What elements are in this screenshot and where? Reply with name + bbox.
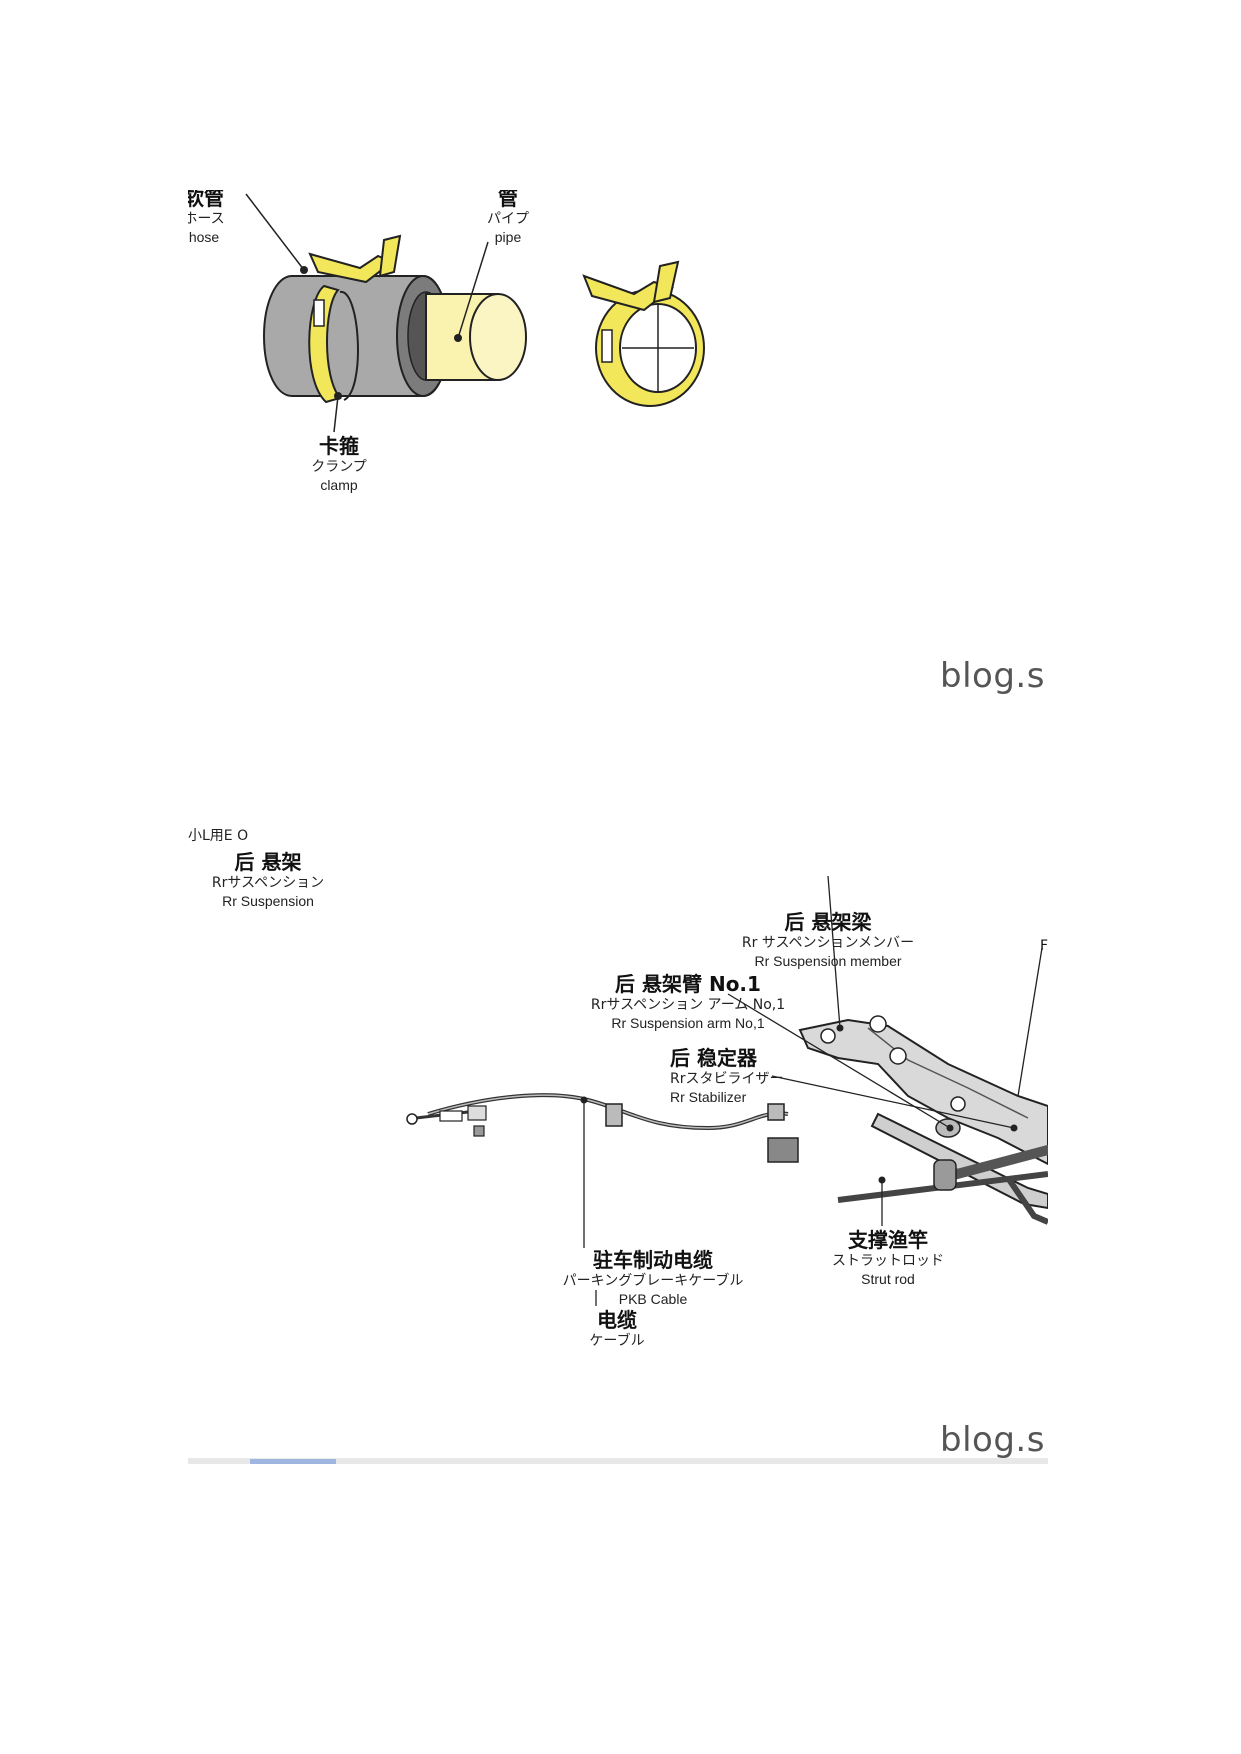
suspension-member-label: 后 悬架梁 Rr サスペンションメンバー Rr Suspension membe… [728,910,928,970]
strut-rod-en: Strut rod [861,1270,915,1287]
watermark: blog.sir [940,656,1048,696]
rr-suspension-en: Rr Suspension [222,892,314,909]
suspension-arm-jp: Rrサスペンション アーム No,1 [590,997,786,1013]
pipe-en: pipe [494,228,522,245]
suspension-arm-en: Rr Suspension arm No,1 [611,1014,765,1031]
hose-jp: ホース [188,211,225,227]
clamp-en: clamp [320,476,358,493]
stabilizer-jp: Rrスタビライザー [670,1071,784,1087]
stabilizer-zh: 后 稳定器 [670,1046,757,1070]
pkb-cable-jp: パーキングブレーキケーブル [562,1273,744,1289]
strut-rod-jp: ストラットロッド [832,1253,944,1269]
strut-rod-label: 支撑渔竿 ストラットロッド Strut rod [828,1228,948,1288]
suspension-member-jp: Rr サスペンションメンバー [741,935,915,951]
pkb-cable-en: PKB Cable [618,1290,688,1307]
cable-zh: 电缆 [597,1308,637,1332]
rear-suspension-illustration [188,875,1048,1464]
pipe-zh: 管 [498,190,518,210]
watermark: blog.sir [940,1420,1048,1460]
suspension-arm-label: 后 悬架臂 No.1 Rrサスペンション アーム No,1 Rr Suspens… [588,972,788,1032]
hose-label: 软管 ホース hose [188,190,234,246]
clamp-standalone [582,260,705,407]
suspension-member-zh: 后 悬架梁 [784,910,872,934]
header-code: 小L用E O [188,828,248,846]
stabilizer-en: Rr Stabilizer [670,1088,747,1105]
cable-label: 电缆 ケーブル [572,1308,662,1351]
figure-hose-clamp: 软管 ホース hose 管 パイプ pipe 卡箍 クランプ clamp blo… [188,190,1048,700]
header-code-text: 小L用E O [188,828,249,844]
suspension-arm-zh: 后 悬架臂 No.1 [615,972,761,996]
hose-clamp-illustration [245,193,705,433]
rr-suspension-zh: 后 悬架 [234,850,302,874]
rr-suspension-label: 后 悬架 Rrサスペンション Rr Suspension [198,850,338,910]
pipe-jp: パイプ [487,211,529,227]
cable-jp: ケーブル [589,1333,645,1349]
stabilizer-label: 后 稳定器 Rrスタビライザー Rr Stabilizer [670,1046,783,1106]
suspension-member-en: Rr Suspension member [754,952,902,969]
pkb-cable-zh: 驻车制动电缆 [593,1248,713,1272]
clamp-zh: 卡箍 [319,434,359,458]
pipe-label: 管 パイプ pipe [478,190,538,246]
pkb-cable-label: 驻车制动电缆 パーキングブレーキケーブル PKB Cable [548,1248,758,1308]
hose-zh: 软管 [188,190,224,210]
strut-rod-zh: 支撑渔竿 [848,1228,928,1252]
clamp-label: 卡箍 クランプ clamp [304,434,374,494]
clamp-jp: クランプ [311,459,367,475]
hose-en: hose [188,228,220,245]
cut-letter: F [1040,938,1048,954]
rr-suspension-jp: Rrサスペンション [211,875,325,891]
figure-rear-suspension: 小L用E O 后 悬架 Rrサスペンション Rr Suspension 后 悬架… [188,828,1048,1468]
